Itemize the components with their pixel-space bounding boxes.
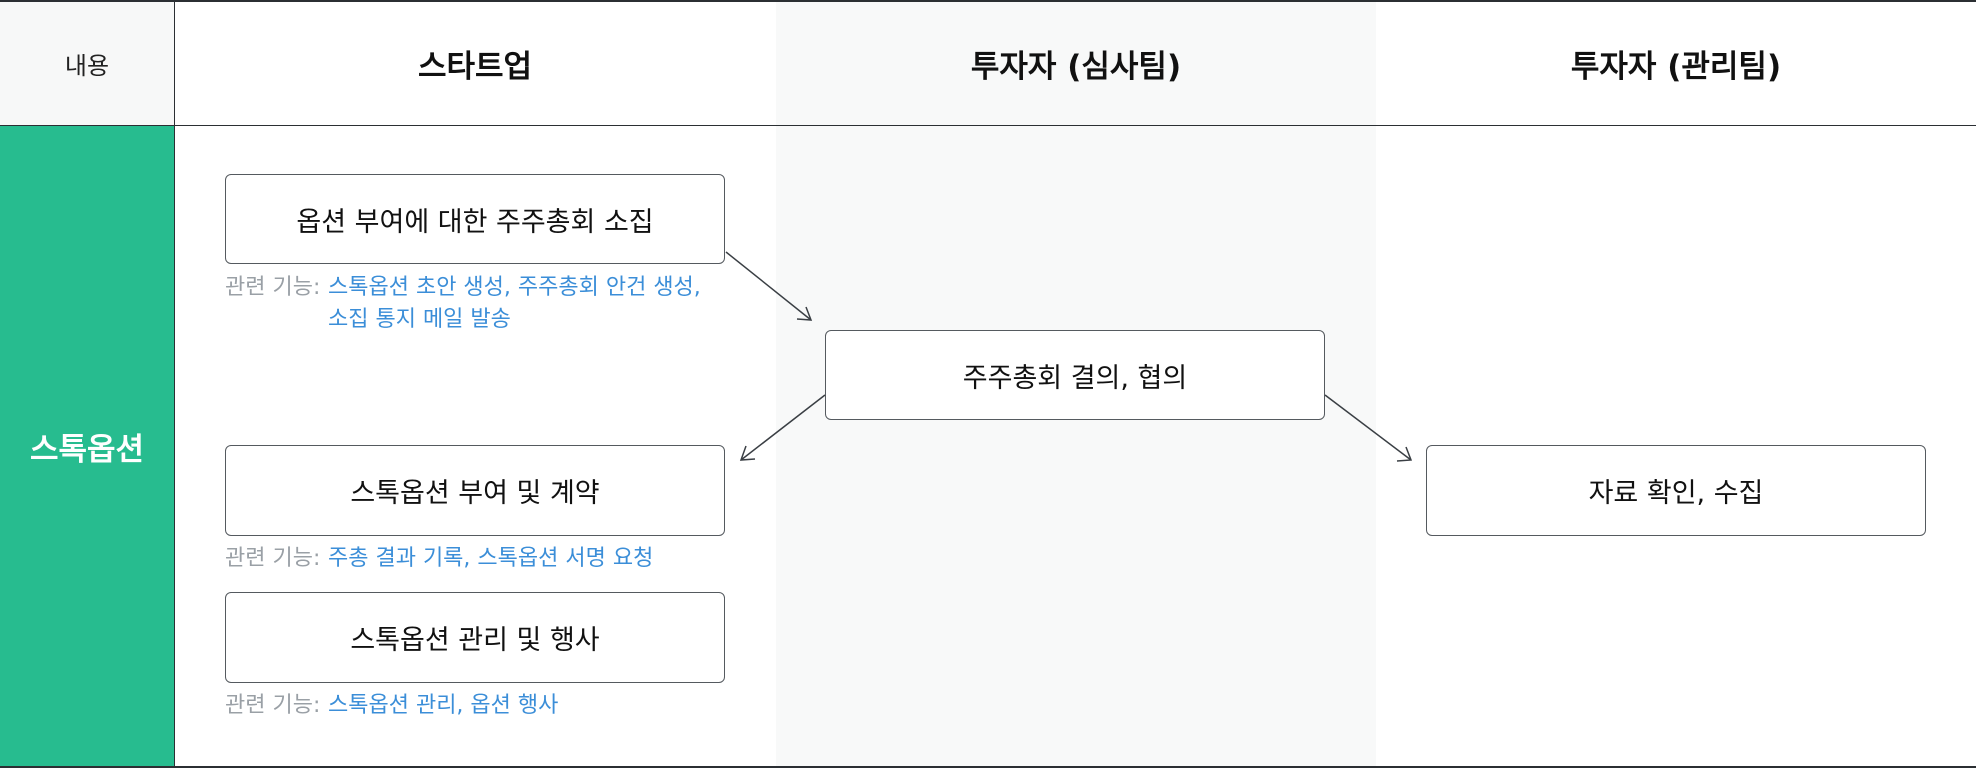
related-links[interactable]: 스톡옵션 초안 생성, 주주총회 안건 생성, 소집 통지 메일 발송 — [328, 272, 701, 336]
step-collect-documents: 자료 확인, 수집 — [1426, 445, 1926, 536]
arrow-to-grant-contract — [739, 394, 826, 461]
header-investor-review: 투자자 (심사팀) — [970, 49, 1182, 85]
step-shareholders-resolution: 주주총회 결의, 협의 — [825, 330, 1325, 420]
arrow-to-collect-documents — [1324, 394, 1413, 462]
header-startup: 스타트업 — [417, 49, 533, 85]
step-grant-contract: 스톡옵션 부여 및 계약 — [225, 445, 725, 536]
row-label-stock-option: 스톡옵션 — [0, 126, 175, 766]
header-content-label: 내용 — [0, 2, 175, 125]
step-manage-exercise: 스톡옵션 관리 및 행사 — [225, 592, 725, 683]
header-investor-management: 투자자 (관리팀) — [1570, 49, 1782, 85]
related-label: 관련 기능: — [225, 693, 321, 718]
related-features-3: 관련 기능: 스톡옵션 관리, 옵션 행사 — [225, 690, 785, 724]
related-features-2: 관련 기능: 주총 결과 기록, 스톡옵션 서명 요청 — [225, 543, 785, 577]
header-divider — [0, 125, 1976, 126]
related-label: 관련 기능: — [225, 546, 321, 571]
related-links[interactable]: 스톡옵션 관리, 옵션 행사 — [328, 693, 559, 718]
arrow-to-resolution — [725, 251, 813, 321]
related-label: 관련 기능: — [225, 275, 321, 300]
related-links[interactable]: 주총 결과 기록, 스톡옵션 서명 요청 — [328, 546, 654, 571]
related-links-line-1[interactable]: 스톡옵션 초안 생성, 주주총회 안건 생성, — [328, 275, 701, 300]
related-features-1: 관련 기능: 스톡옵션 초안 생성, 주주총회 안건 생성, 소집 통지 메일 … — [225, 272, 785, 338]
related-links-line-2[interactable]: 소집 통지 메일 발송 — [328, 307, 511, 332]
step-call-shareholders-meeting: 옵션 부여에 대한 주주총회 소집 — [225, 174, 725, 264]
